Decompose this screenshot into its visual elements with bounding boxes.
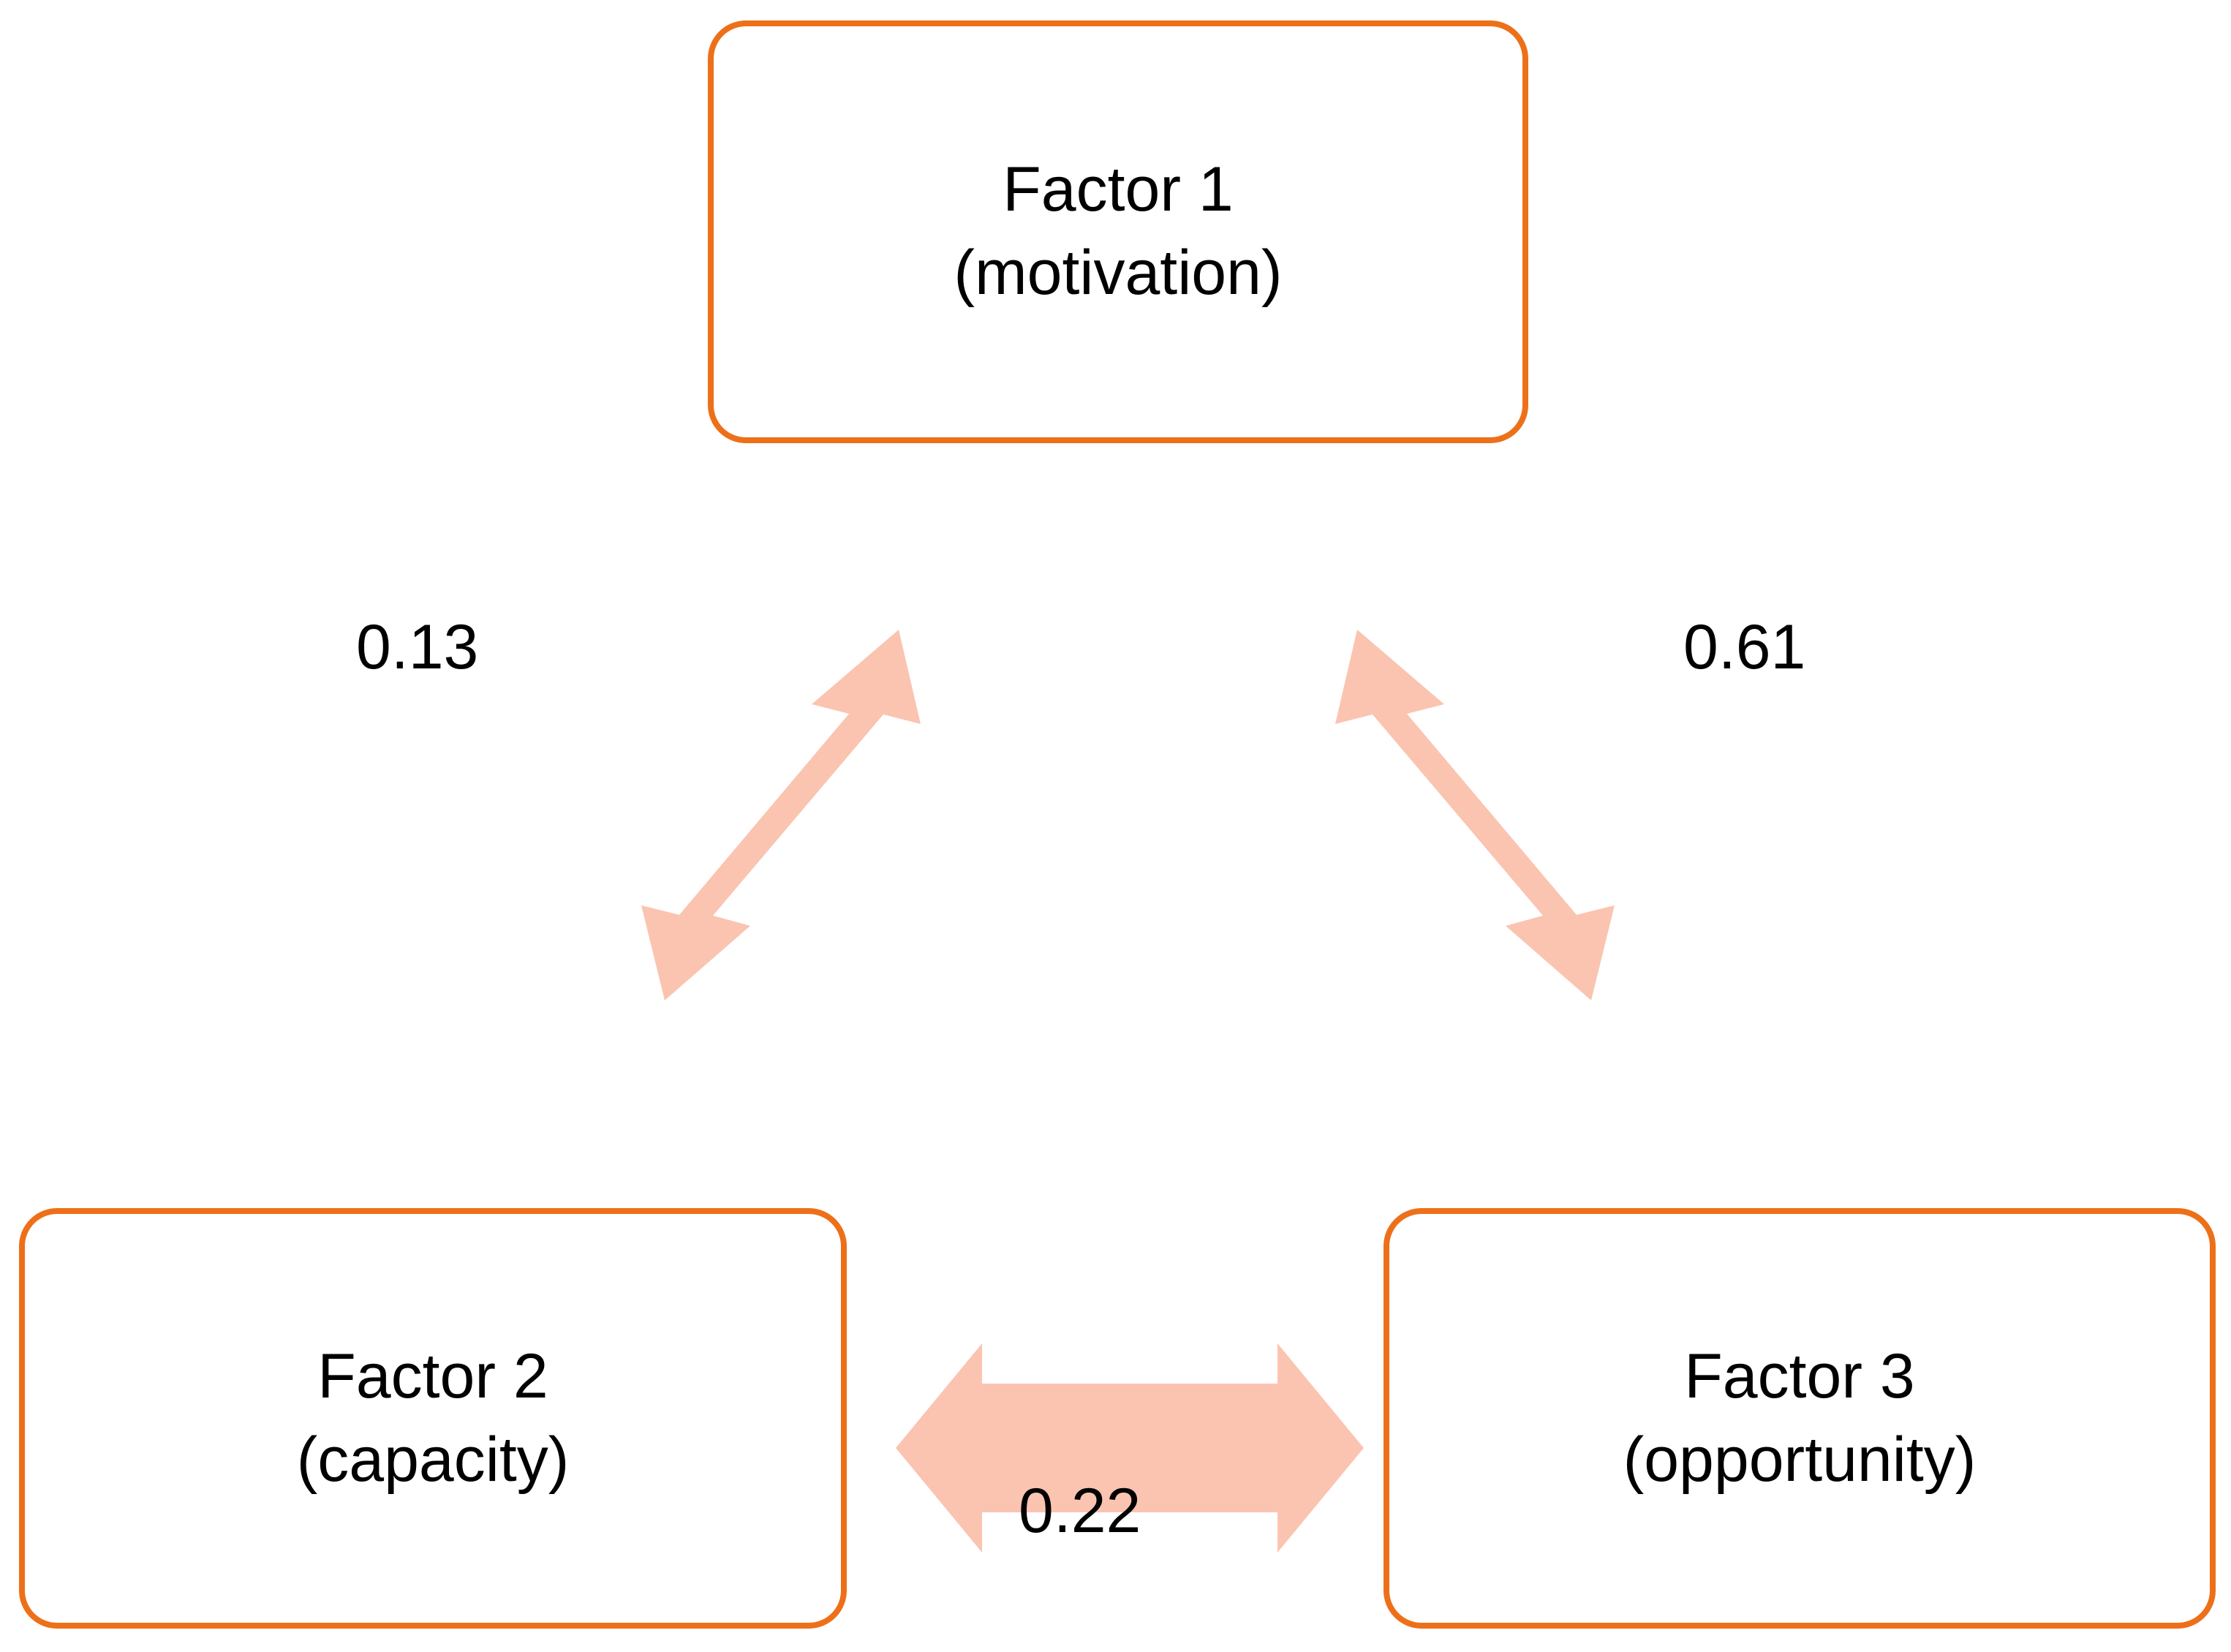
factor-3-name: Factor 3 xyxy=(1684,1340,1915,1411)
factor-1-box[interactable]: Factor 1 (motivation) xyxy=(708,20,1528,443)
factor-3-descriptor: (opportunity) xyxy=(1623,1424,1977,1495)
correlation-label-factor1-factor3: 0.61 xyxy=(1683,612,1806,682)
double-arrow-factor2-factor3 xyxy=(896,1343,1364,1553)
double-arrow-shape xyxy=(641,630,921,1000)
double-arrow-factor1-factor3 xyxy=(1335,630,1615,1000)
double-arrow-factor1-factor2 xyxy=(641,630,921,1000)
factor-2-box[interactable]: Factor 2 (capacity) xyxy=(19,1208,847,1629)
factor-2-descriptor: (capacity) xyxy=(296,1424,570,1495)
factor-1-name: Factor 1 xyxy=(1003,154,1234,225)
factor-1-descriptor: (motivation) xyxy=(954,238,1283,308)
correlation-label-factor1-factor2: 0.13 xyxy=(356,612,479,682)
double-arrow-shape xyxy=(1335,630,1615,1000)
factor-2-name: Factor 2 xyxy=(317,1340,548,1411)
double-arrow-shape xyxy=(896,1343,1364,1553)
factor-3-box[interactable]: Factor 3 (opportunity) xyxy=(1383,1208,2216,1629)
correlation-label-factor2-factor3: 0.22 xyxy=(1019,1476,1141,1546)
